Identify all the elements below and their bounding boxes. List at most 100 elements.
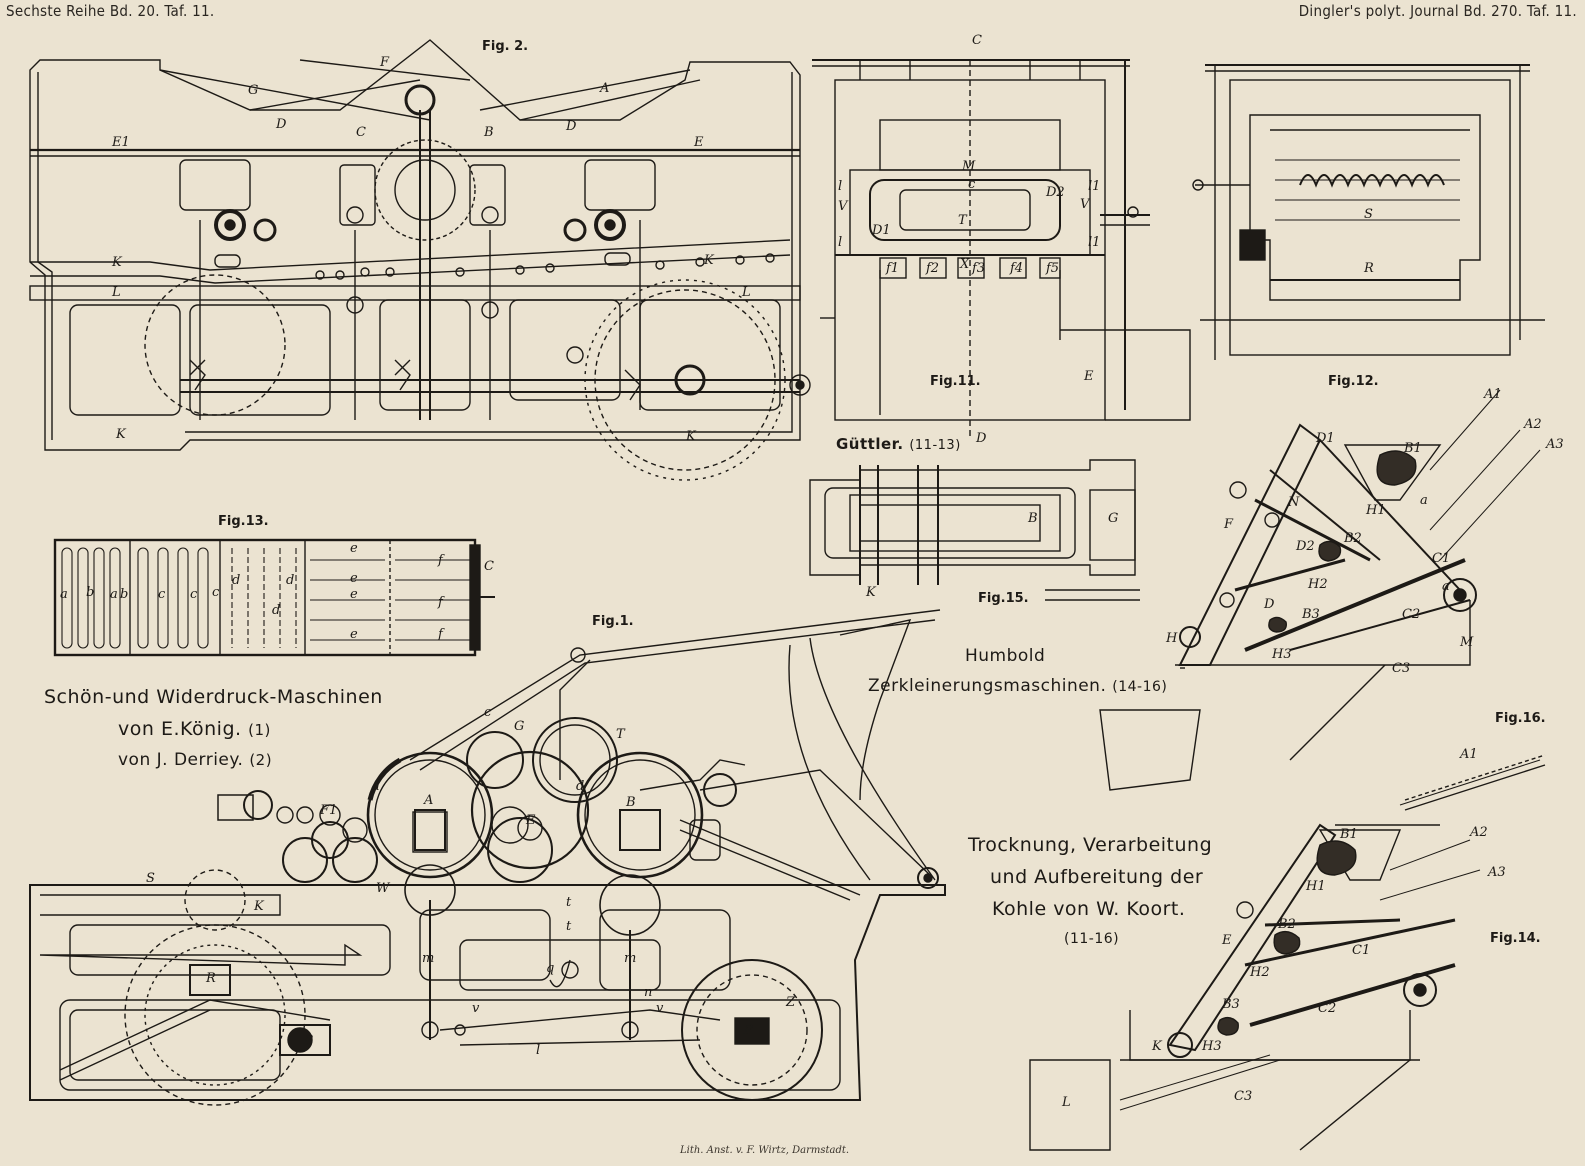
fig14-letter: C3 bbox=[1234, 1089, 1253, 1104]
fig14-letter: A3 bbox=[1488, 865, 1506, 880]
lithographer-imprint: Lith. Anst. v. F. Wirtz, Darmstadt. bbox=[680, 1145, 850, 1156]
fig13-letter: e bbox=[350, 571, 358, 586]
fig16-letter: A2 bbox=[1524, 417, 1542, 432]
fig16-letter: C3 bbox=[1392, 661, 1411, 676]
fig16-letter: D bbox=[1264, 597, 1275, 612]
fig1-letter: m bbox=[422, 951, 435, 966]
fig13-letter: f bbox=[438, 595, 443, 610]
fig2-letter: D bbox=[276, 117, 287, 132]
fig2-letter: A bbox=[600, 81, 610, 96]
fig11-letter: D2 bbox=[1046, 185, 1065, 200]
fig2-letter: E1 bbox=[112, 135, 130, 150]
fig11-letter: f1 bbox=[886, 261, 900, 276]
koenig-name: von E.König. bbox=[118, 718, 242, 740]
fig1-letter: R bbox=[206, 971, 216, 986]
fig15-letter: B bbox=[1028, 511, 1038, 526]
fig13-letter: b bbox=[120, 587, 129, 602]
fig2-letter: K bbox=[112, 255, 122, 270]
fig2-letter: B bbox=[484, 125, 494, 140]
fig16-letter: A3 bbox=[1546, 437, 1564, 452]
fig1-letter: B bbox=[626, 795, 636, 810]
fig1-letter: F1 bbox=[320, 803, 338, 818]
fig13-letter: e bbox=[350, 627, 358, 642]
fig13-letter: d bbox=[272, 603, 281, 618]
fig16-letter: C1 bbox=[1432, 551, 1451, 566]
fig11-letter: V bbox=[838, 199, 848, 214]
fig11-letter: M bbox=[962, 159, 976, 174]
fig11-furnace-section bbox=[812, 59, 1191, 440]
fig1-letter: E bbox=[526, 813, 536, 828]
fig2-letter: K bbox=[686, 429, 696, 444]
fig2-label: Fig. 2. bbox=[482, 39, 529, 54]
fig13-letter: C bbox=[484, 559, 494, 574]
fig14-letter: A2 bbox=[1470, 825, 1488, 840]
derriey-name: von J. Derriey. bbox=[118, 750, 244, 770]
fig12-furnace-section bbox=[1192, 64, 1545, 360]
fig11-letter: C bbox=[972, 33, 982, 48]
fig14-letter: K bbox=[1152, 1039, 1162, 1054]
fig1-letter: W bbox=[376, 881, 390, 896]
fig16-letter: H1 bbox=[1366, 503, 1386, 518]
fig2-letter: F bbox=[380, 55, 390, 70]
fig1-letter: S bbox=[146, 871, 155, 886]
fig14-letter: B2 bbox=[1278, 917, 1296, 932]
koort-caption-line2: und Aufbereitung der bbox=[990, 866, 1204, 888]
fig11-letter: f5 bbox=[1046, 261, 1060, 276]
fig2-letter: K bbox=[116, 427, 126, 442]
fig16-letter: H3 bbox=[1272, 647, 1292, 662]
fig1-letter: t bbox=[566, 919, 572, 934]
fig2-letter: K bbox=[704, 253, 714, 268]
fig2-letter: L bbox=[742, 285, 751, 300]
fig1-letter: K bbox=[254, 899, 264, 914]
fig11-letter: f3 bbox=[972, 261, 986, 276]
fig16-letter: H2 bbox=[1308, 577, 1328, 592]
fig11-label: Fig.11. bbox=[930, 374, 981, 389]
fig12-letter: S bbox=[1364, 207, 1373, 222]
fig15-label: Fig.15. bbox=[978, 591, 1029, 606]
guettler-ref: (11-13) bbox=[909, 438, 961, 453]
fig16-letter: D2 bbox=[1296, 539, 1315, 554]
fig1-letter: a bbox=[372, 779, 380, 794]
fig15-letter: G bbox=[1108, 511, 1119, 526]
fig1-letter: n bbox=[644, 985, 653, 1000]
fig11-letter: f2 bbox=[926, 261, 940, 276]
header-right: Dingler's polyt. Journal Bd. 270. Taf. 1… bbox=[1299, 4, 1577, 19]
fig2-press-drawing bbox=[29, 39, 811, 481]
fig13-letter: c bbox=[158, 587, 166, 602]
fig14-letter: B3 bbox=[1222, 997, 1240, 1012]
fig2-letter: E bbox=[694, 135, 704, 150]
header-right-journal: Dingler's polyt. Journal bbox=[1298, 2, 1459, 20]
fig16-letter: B2 bbox=[1344, 531, 1362, 546]
fig14-crusher bbox=[1029, 759, 1541, 1151]
fig11-letter: D bbox=[976, 431, 987, 446]
fig14-letter: H1 bbox=[1306, 879, 1326, 894]
humbold-caption-line2: Zerkleinerungsmaschinen. (14-16) bbox=[868, 678, 1167, 695]
fig1-letter: A bbox=[424, 793, 434, 808]
fig16-letter: A1 bbox=[1484, 387, 1502, 402]
fig1-letter: T bbox=[616, 727, 625, 742]
fig16-letter: a bbox=[1442, 579, 1450, 594]
fig16-label: Fig.16. bbox=[1495, 711, 1546, 726]
fig14-label: Fig.14. bbox=[1490, 931, 1541, 946]
fig11-letter: V bbox=[1080, 197, 1090, 212]
fig13-letter: d bbox=[232, 573, 241, 588]
humbold-caption-line1: Humbold bbox=[965, 646, 1046, 666]
fig16-letter: D1 bbox=[1316, 431, 1335, 446]
fig11-letter: l bbox=[838, 235, 843, 250]
fig14-letter: L bbox=[1062, 1095, 1071, 1110]
fig12-letter: R bbox=[1364, 261, 1374, 276]
fig1-letter: G bbox=[514, 719, 525, 734]
fig2-letter: G bbox=[248, 83, 259, 98]
fig1-letter: q bbox=[546, 961, 555, 976]
koenig-caption-line1: Schön-und Widerdruck-Maschinen bbox=[44, 686, 383, 708]
fig13-letter: c bbox=[212, 585, 220, 600]
fig11-letter: T bbox=[958, 213, 967, 228]
fig13-letter: f bbox=[438, 627, 443, 642]
fig16-letter: B3 bbox=[1302, 607, 1320, 622]
header-left-series: Sechste Reihe bbox=[6, 2, 106, 20]
fig16-letter: B1 bbox=[1404, 441, 1422, 456]
fig13-letter: e bbox=[350, 541, 358, 556]
fig11-letter: l bbox=[838, 179, 843, 194]
